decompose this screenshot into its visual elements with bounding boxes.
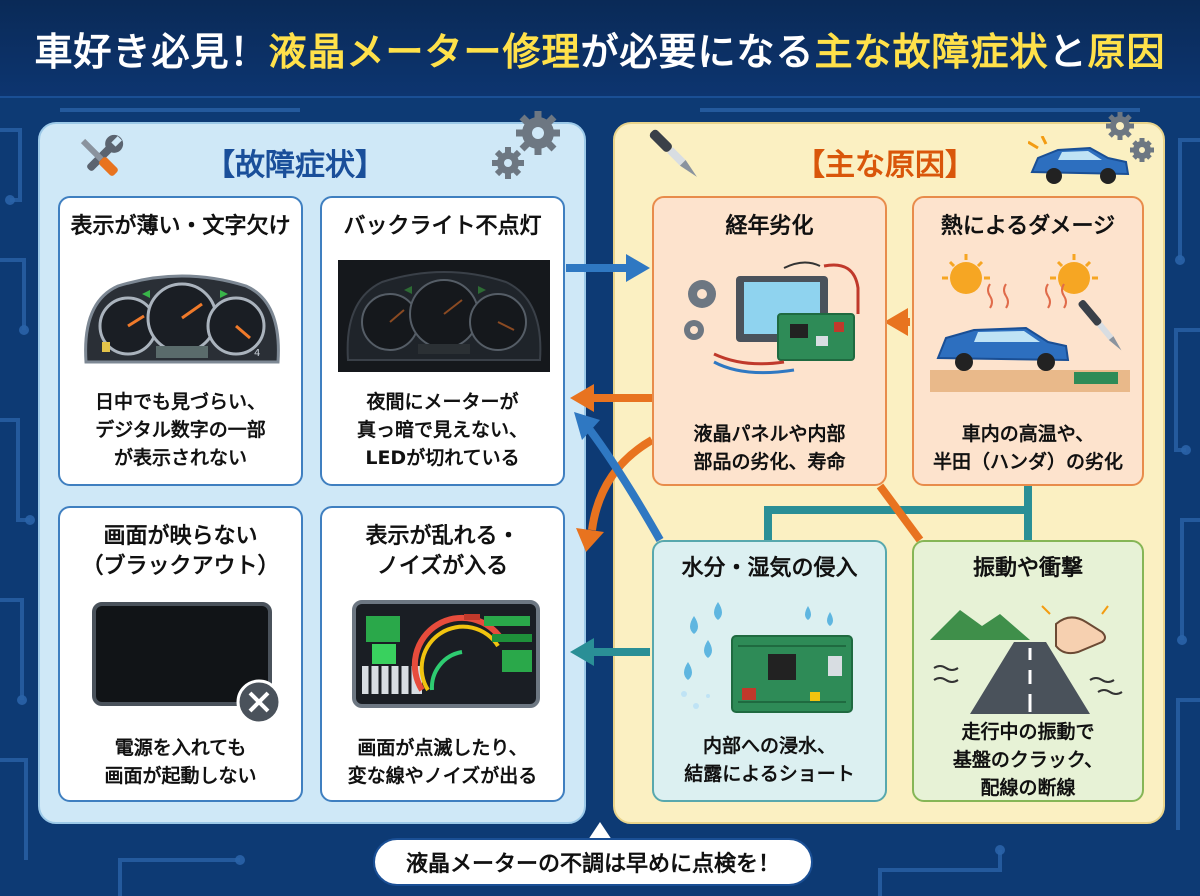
symptom-title: 画面が映らない （ブラックアウト）	[81, 524, 280, 579]
title-part-6: 原因	[1087, 29, 1166, 74]
symptoms-heading: 【故障症状】	[205, 148, 385, 183]
cause-title: 水分・湿気の侵入	[681, 556, 858, 581]
page-title: 車好き必見！ 液晶メーター修理 が必要になる 主な故障症状 と 原因	[0, 0, 1200, 98]
title-part-3: が必要になる	[580, 29, 815, 74]
symptom-card-backlight: バックライト不点灯 夜間にメーターが 真っ暗で見えない、 LEDが切れている	[320, 196, 565, 486]
cause-card-aging: 経年劣化 液晶パネルや内部 部品の劣化、寿命	[652, 196, 887, 486]
symptom-desc: 夜間にメーターが 真っ暗で見えない、 LEDが切れている	[356, 391, 528, 469]
dashboard-cluster-image: 4	[84, 274, 280, 364]
tools-icon	[80, 134, 124, 176]
footer-bubble-tail	[588, 822, 612, 840]
car-icon	[1028, 136, 1130, 184]
gears-icon	[492, 111, 560, 179]
title-part-1: 車好き必見！	[34, 29, 269, 74]
vibration-road-image	[930, 605, 1123, 714]
title-part-2: 液晶メーター修理	[268, 29, 581, 74]
symptom-card-noise: 表示が乱れる・ ノイズが入る 画面が点滅したり、 変な線やノイズが出る	[320, 506, 565, 802]
heat-damage-image	[930, 254, 1130, 392]
dark-cluster-image	[338, 260, 550, 372]
symptom-desc: 画面が点滅したり、 変な線やノイズが出る	[347, 737, 538, 787]
close-icon	[236, 679, 282, 725]
cause-card-moisture: 水分・湿気の侵入 内部への浸水、 結露によるショート	[652, 540, 887, 802]
cause-desc: 液晶パネルや内部 部品の劣化、寿命	[693, 423, 846, 473]
causes-heading: 【主な原因】	[795, 148, 975, 183]
cause-desc: 車内の高温や、 半田（ハンダ）の劣化	[932, 423, 1123, 473]
moisture-board-image	[681, 602, 853, 713]
cause-card-heat: 熱によるダメージ 車内の高温や、 半田（ハンダ）の劣化	[912, 196, 1144, 486]
soldering-iron-icon	[649, 129, 697, 177]
symptom-card-faint-display: 表示が薄い・文字欠け 4 日中でも見づらい、 デジタル数字の一部 が表示されない	[58, 196, 303, 486]
cause-card-vibration: 振動や衝撃 走行中の振動で 基盤のクラック、 配線の断線	[912, 540, 1144, 802]
cause-title: 振動や衝撃	[972, 556, 1083, 581]
dash-readout: 4	[254, 348, 260, 359]
gears-icon	[1106, 112, 1154, 162]
title-part-4: 主な故障症状	[814, 29, 1049, 74]
title-part-5: と	[1048, 29, 1088, 74]
aging-parts-image	[684, 261, 860, 375]
symptom-desc: 電源を入れても 画面が起動しない	[104, 737, 257, 787]
symptom-desc: 日中でも見づらい、 デジタル数字の一部 が表示されない	[94, 391, 266, 469]
symptom-title: 表示が薄い・文字欠け	[70, 214, 291, 239]
cause-title: 熱によるダメージ	[940, 214, 1116, 239]
cause-desc: 内部への浸水、 結露によるショート	[684, 735, 855, 785]
black-screen-image	[92, 602, 272, 706]
footer-note: 液晶メーターの不調は早めに点検を！	[373, 838, 813, 886]
cause-title: 経年劣化	[725, 214, 814, 239]
cause-desc: 走行中の振動で 基盤のクラック、 配線の断線	[952, 721, 1104, 799]
glitch-screen-image	[352, 600, 540, 708]
symptom-title: 表示が乱れる・ ノイズが入る	[365, 524, 520, 579]
symptom-title: バックライト不点灯	[343, 214, 542, 239]
symptom-card-blackout: 画面が映らない （ブラックアウト） 電源を入れても 画面が起動しない	[58, 506, 303, 802]
